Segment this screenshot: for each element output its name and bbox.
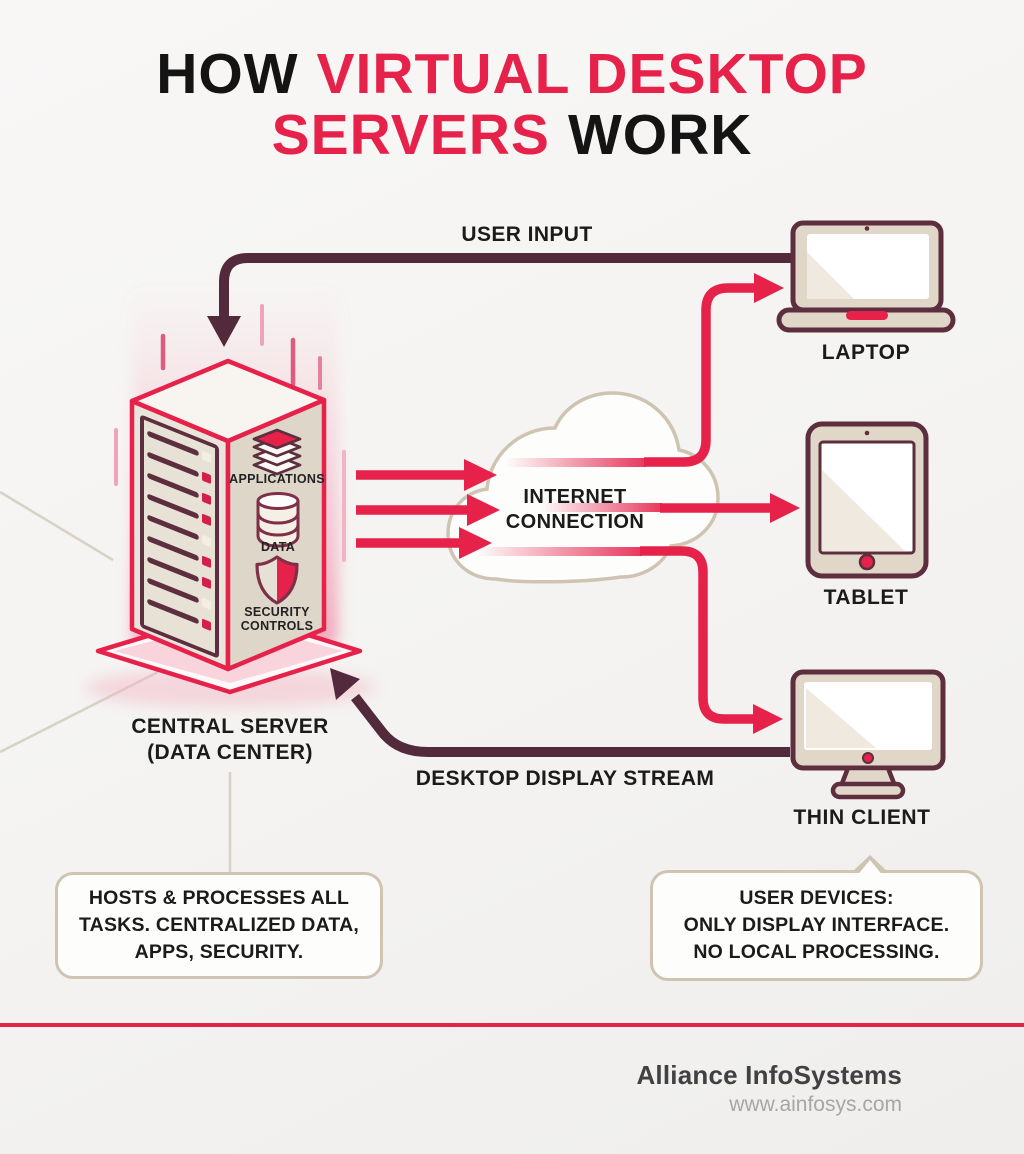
- central-server-label: CENTRAL SERVER (DATA CENTER): [131, 715, 329, 764]
- speed-lines: [114, 304, 346, 562]
- internet-cloud: [446, 391, 720, 584]
- company-name: Alliance InfoSystems: [636, 1060, 902, 1090]
- laptop-icon: [776, 220, 956, 333]
- server-rack: [140, 415, 219, 658]
- internet-to-laptop-arrow: [644, 273, 784, 467]
- page-title: HOW VIRTUAL DESKTOP SERVERS WORK: [0, 44, 1024, 166]
- data-label: DATA: [260, 540, 296, 554]
- internet-to-tablet-arrow: [660, 493, 800, 523]
- internet-to-thin-client-arrow: [640, 546, 783, 734]
- title-segment: VIRTUAL DESKTOP: [316, 42, 868, 106]
- stream-trail: [476, 547, 642, 556]
- server-to-internet-arrows: [356, 459, 500, 559]
- applications-label: APPLICATIONS: [229, 472, 325, 486]
- desktop-display-stream-arrow: [330, 668, 790, 757]
- user-input-arrow: [207, 253, 792, 347]
- internet-connection-label: INTERNET CONNECTION: [505, 486, 645, 533]
- device-note-callout: USER DEVICES: ONLY DISPLAY INTERFACE. NO…: [650, 855, 983, 981]
- layers-icon: [252, 428, 302, 476]
- company-website: www.ainfosys.com: [729, 1093, 902, 1116]
- footer: Alliance InfoSystems www.ainfosys.com: [502, 1060, 902, 1117]
- security-controls-label: SECURITY CONTROLS: [240, 605, 314, 633]
- title-segment: WORK: [567, 103, 753, 167]
- laptop-label: LAPTOP: [821, 341, 911, 364]
- desktop-display-stream-label: DESKTOP DISPLAY STREAM: [415, 767, 715, 790]
- thin-client-label: THIN CLIENT: [793, 806, 931, 829]
- user-input-label: USER INPUT: [461, 223, 593, 246]
- title-segment: HOW: [156, 42, 299, 106]
- title-segment: SERVERS: [271, 103, 550, 167]
- shield-icon: [255, 555, 299, 605]
- thin-client-icon: [790, 669, 946, 800]
- rack-indicator-lights: [202, 450, 211, 631]
- stream-trail: [540, 503, 662, 512]
- database-icon: [256, 492, 300, 548]
- server-note-callout: HOSTS & PROCESSES ALL TASKS. CENTRALIZED…: [55, 872, 383, 979]
- footer-divider: [0, 1023, 1024, 1027]
- stream-trail: [506, 458, 646, 467]
- tablet-icon: [805, 421, 929, 579]
- central-server-illustration: [129, 358, 327, 672]
- tablet-label: TABLET: [823, 586, 909, 609]
